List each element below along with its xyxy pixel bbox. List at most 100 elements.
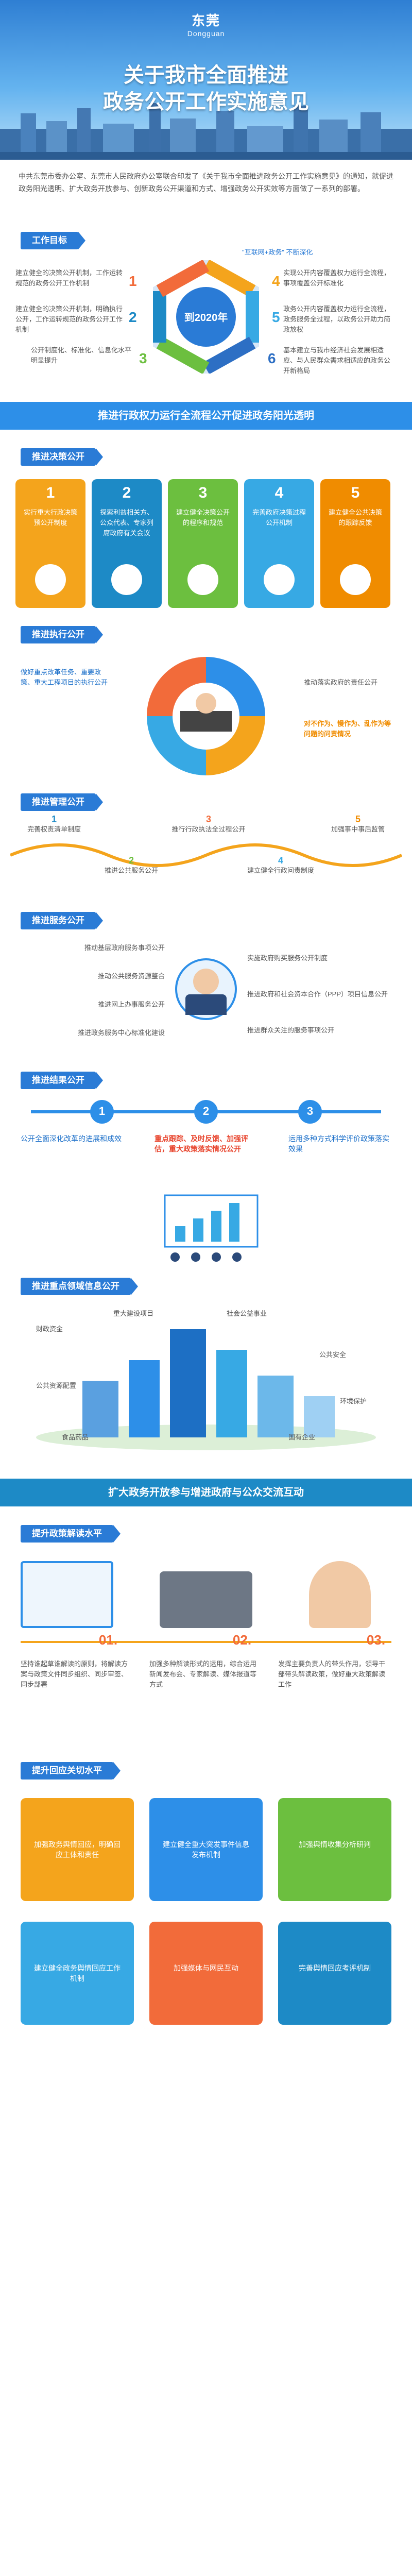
result-dot-1 (90, 1100, 114, 1124)
management-item-1: 完善权责清单制度 (27, 825, 81, 833)
service-right-2: 推进政府和社会资本合作（PPP）项目信息公开 (247, 990, 388, 998)
dongguan-logo: 东莞 Dongguan (154, 10, 258, 38)
management-num-2: 2 (128, 855, 134, 866)
decision-icon-2 (111, 564, 142, 595)
interpret-text-2: 加强多种解读形式的运用，综合运用新闻发布会、专家解读、媒体报道等方式 (149, 1660, 257, 1688)
field-label-8: 国有企业 (288, 1433, 316, 1441)
respond-text-2: 建立健全重大突发事件信息发布机制 (163, 1840, 249, 1859)
respond-card-3 (278, 1798, 391, 1901)
management-wave-line (10, 843, 402, 867)
avatar (193, 969, 219, 994)
respond-tag: 提升回应关切水平 (21, 1762, 121, 1780)
decision-text-2: 探索利益相关方、公众代表、专家列席政府有关会议 (99, 509, 153, 537)
decision-num-5: 5 (351, 484, 360, 501)
goal-right-2: 政务公开内容覆盖权力运行全流程，政务服务全过程，以政务公开助力简政放权 (283, 305, 391, 333)
management-item-4: 建立健全行政问责制度 (247, 867, 314, 874)
respond-card-2 (149, 1798, 263, 1901)
service-section: 推进服务公开 推动基层政府服务事项公开 推动公共服务资源整合 推进网上办事服务公… (0, 912, 412, 1061)
respond-card-4 (21, 1922, 134, 2025)
goal-num-2: 2 (129, 309, 137, 325)
execution-left-text: 做好重点改革任务、重要政策、重大工程项目的执行公开 (21, 668, 108, 686)
decision-icon-5 (340, 564, 371, 595)
result-num-1: 1 (98, 1105, 106, 1117)
management-num-4: 4 (278, 855, 283, 866)
goal-num-1: 1 (129, 273, 137, 289)
logo-english: Dongguan (187, 29, 225, 38)
goal-num-5: 5 (272, 309, 280, 325)
fields-city-illustration (36, 1329, 376, 1450)
field-label-5: 公共安全 (319, 1351, 347, 1359)
execution-ring-diagram (147, 657, 265, 775)
title-line-1: 关于我市全面推进 (124, 64, 288, 87)
goals-section: 工作目标 "互联网+政务" 不断深化 到2020年 建立健全的决策公开机制，工作… (0, 232, 412, 386)
respond-text-4: 建立健全政务舆情回应工作机制 (34, 1964, 121, 1982)
goals-tag: 工作目标 (21, 232, 85, 249)
respond-text-3: 加强舆情收集分析研判 (299, 1840, 371, 1849)
decision-text-1: 实行重大行政决策预公开制度 (23, 509, 77, 527)
result-dot-3 (298, 1100, 322, 1124)
field-label-4: 社会公益事业 (227, 1310, 267, 1317)
result-text-2: 重点跟踪、及时反馈、加强评估，重大政策落实情况公开 (154, 1134, 248, 1153)
section-banner-2: 扩大政务开放参与增进政府与公众交流互动 (0, 1479, 412, 1506)
field-label-6: 环境保护 (340, 1397, 367, 1405)
interpret-section: 提升政策解读水平 01. 02. 03. 坚持谁起草谁解读的原则，将解读方案与政… (0, 1525, 412, 1747)
interpret-text-1: 坚持谁起草谁解读的原则，将解读方案与政策文件同步组织、同步审签、同步部署 (21, 1660, 128, 1688)
service-tag: 推进服务公开 (21, 912, 103, 929)
service-left-2: 推动公共服务资源整合 (97, 972, 165, 980)
banner-2-text: 扩大政务开放参与增进政府与公众交流互动 (108, 1487, 304, 1498)
respond-section: 提升回应关切水平 加强政务舆情回应，明确回应主体和责任 建立健全重大突发事件信息… (0, 1762, 412, 2050)
goals-hexagon-diagram (153, 260, 259, 374)
goal-right-3: 基本建立与我市经济社会发展相适应、与人民群众需求相适应的政务公开新格局 (283, 346, 391, 375)
interpret-text-3: 发挥主要负责人的带头作用，领导干部带头解读政策，做好重大政策解读工作 (278, 1660, 386, 1688)
scales-icon (264, 564, 295, 595)
management-section: 推进管理公开 完善权责清单制度 推进公共服务公开 推行行政执法全过程公开 建立健… (0, 793, 412, 902)
goal-num-4: 4 (272, 273, 280, 289)
respond-text-5: 加强媒体与网民互动 (174, 1964, 238, 1972)
interpret-step-2: 02. (232, 1632, 252, 1648)
goals-center-label: 到2020年 (184, 312, 228, 324)
management-item-2: 推进公共服务公开 (104, 867, 158, 874)
decision-text-3: 建立健全决策公开的程序和规范 (176, 509, 230, 527)
goal-left-3: 公开制度化、标准化、信息化水平明显提升 (31, 346, 132, 364)
result-tag: 推进结果公开 (21, 1072, 103, 1089)
respond-text-1: 加强政务舆情回应，明确回应主体和责任 (34, 1840, 121, 1859)
service-left-1: 推动基层政府服务事项公开 (84, 944, 165, 952)
section-banner-1: 推进行政权力运行全流程公开促进政务阳光透明 (0, 402, 412, 430)
execution-tag: 推进执行公开 (21, 626, 103, 643)
management-item-3: 推行行政执法全过程公开 (171, 825, 246, 833)
briefcase-icon (160, 1571, 252, 1628)
management-num-5: 5 (355, 814, 360, 824)
page-footer-space (0, 2061, 412, 2576)
result-num-3: 3 (306, 1105, 314, 1117)
decision-text-5: 建立健全公共决策的跟踪反馈 (328, 509, 382, 527)
banner-1-text: 推进行政权力运行全流程公开促进政务阳光透明 (98, 410, 314, 421)
decision-icon-1 (35, 564, 66, 595)
decision-num-4: 4 (274, 484, 284, 501)
field-label-2: 公共资源配置 (36, 1382, 77, 1389)
decision-tag: 推进决策公开 (21, 448, 103, 466)
field-label-1: 财政资金 (36, 1325, 63, 1333)
field-label-7: 食品药品 (62, 1433, 89, 1441)
result-text-1: 公开全面深化改革的进展和成效 (21, 1134, 122, 1143)
decision-icon-3 (187, 564, 218, 595)
service-right-3: 推进群众关注的服务事项公开 (247, 1026, 335, 1034)
respond-text-6: 完善舆情回应考评机制 (299, 1964, 371, 1972)
logo-chinese: 东莞 (191, 13, 220, 28)
goal-right-1: 实现公开内容覆盖权力运行全流程，事项覆盖公开标准化 (283, 269, 391, 287)
interpret-timeline (21, 1641, 391, 1643)
respond-card-5 (149, 1922, 263, 2025)
interpret-tag: 提升政策解读水平 (21, 1525, 121, 1543)
service-left-3: 推进网上办事服务公开 (97, 1001, 165, 1008)
management-tag: 推进管理公开 (21, 793, 103, 811)
result-section: 推进结果公开 1 2 3 公开全面深化改革的进展和成效 重点跟踪、及时反馈、加强… (0, 1072, 412, 1267)
decision-text-4: 完善政府决策过程公开机制 (252, 509, 306, 527)
goal-left-2: 建立健全的决策公开机制，明确执行公开，工作运转规范的政务公开工作机制 (15, 305, 123, 333)
speaker-icon (309, 1561, 371, 1628)
city-skyline-image (0, 103, 412, 160)
result-dot-2 (194, 1100, 218, 1124)
field-label-3: 重大建设项目 (113, 1310, 154, 1317)
result-chart-illustration (164, 1194, 259, 1262)
service-person-body (185, 994, 227, 1015)
management-num-3: 3 (205, 814, 211, 824)
